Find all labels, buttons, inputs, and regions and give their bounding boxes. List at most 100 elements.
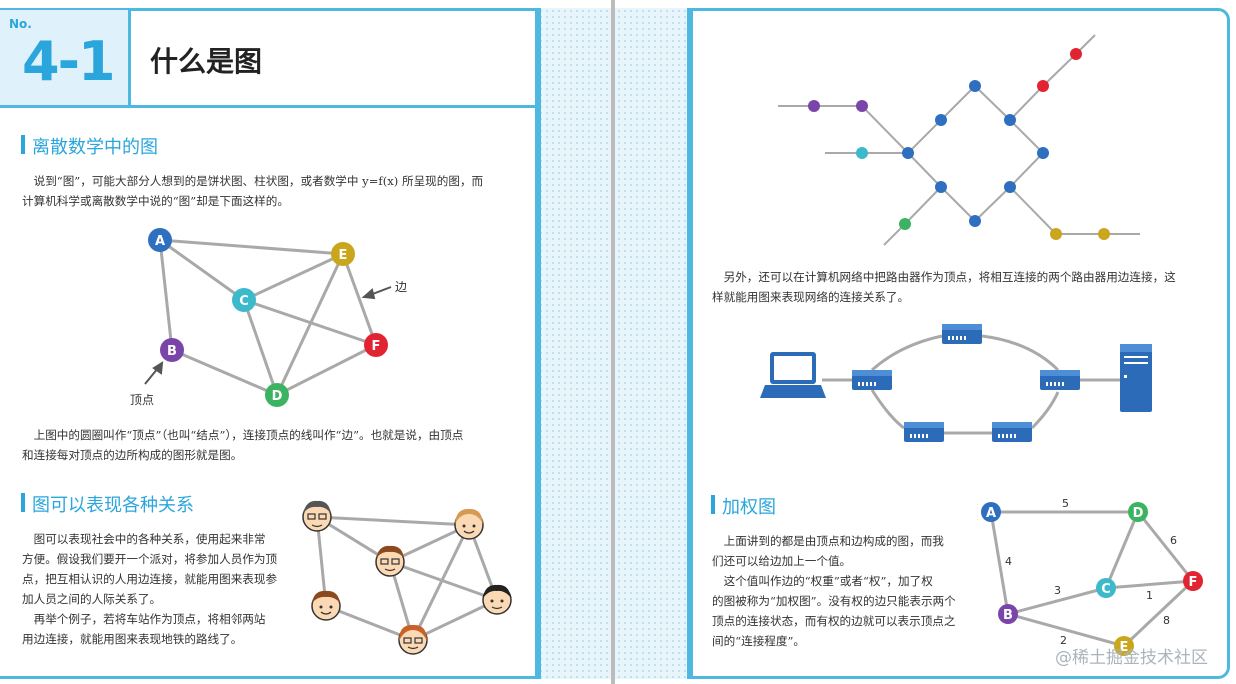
svg-text:F: F bbox=[1189, 575, 1198, 590]
station-node bbox=[1050, 228, 1062, 240]
weighted-node-b: B bbox=[998, 604, 1018, 624]
person-face-icon bbox=[482, 584, 512, 615]
vertex-arrow bbox=[144, 361, 164, 385]
text-line: 样就能用图来表现网络的连接关系了。 bbox=[712, 290, 910, 304]
vertex-label: 顶点 bbox=[130, 393, 155, 407]
book-spine bbox=[611, 0, 615, 684]
title-bar bbox=[131, 10, 538, 108]
server-icon bbox=[1120, 344, 1152, 412]
station-node bbox=[935, 181, 947, 193]
graph-edge bbox=[158, 239, 174, 351]
svg-text:D: D bbox=[1133, 506, 1144, 521]
relations-paragraph: 图可以表现社会中的各种关系，使用起来非常 方便。假设我们要开一个派对，将参加人员… bbox=[22, 529, 302, 649]
svg-text:F: F bbox=[372, 339, 381, 354]
svg-text:C: C bbox=[1101, 582, 1111, 597]
text-line: 上面讲到的都是由顶点和边构成的图，而我 bbox=[712, 534, 944, 548]
weighted-node-e: E bbox=[1114, 636, 1134, 656]
station-node bbox=[1037, 80, 1049, 92]
graph-node-f: F bbox=[364, 333, 388, 357]
section-heading-weighted: 加权图 bbox=[711, 493, 776, 519]
station-node bbox=[902, 147, 914, 159]
text-line: 的图被称为“加权图”。没有权的边只能表示两个 bbox=[712, 594, 956, 608]
station-node bbox=[1098, 228, 1110, 240]
svg-text:D: D bbox=[272, 389, 283, 404]
page-title: 什么是图 bbox=[150, 45, 263, 78]
svg-text:A: A bbox=[155, 234, 165, 249]
svg-text:B: B bbox=[167, 344, 177, 359]
router-icon bbox=[1040, 370, 1080, 390]
router-icon bbox=[852, 370, 892, 390]
section-heading-relations: 图可以表现各种关系 bbox=[21, 491, 194, 517]
laptop-icon bbox=[760, 352, 826, 398]
router-icon bbox=[942, 324, 982, 344]
text-line: 们还可以给边加上一个值。 bbox=[712, 554, 852, 568]
svg-text:E: E bbox=[1120, 640, 1129, 655]
person-face-icon bbox=[311, 590, 341, 621]
graph-node-b: B bbox=[160, 338, 184, 362]
graph-edge bbox=[243, 252, 344, 302]
weight-label: 3 bbox=[1054, 584, 1061, 597]
person-face-icon bbox=[398, 624, 428, 655]
router-icon bbox=[992, 422, 1032, 442]
edge-label: 边 bbox=[395, 280, 408, 294]
weighted-node-d: D bbox=[1128, 502, 1148, 522]
people-graph-figure bbox=[302, 500, 512, 655]
definition-paragraph: 上图中的圆圈叫作“顶点”（也叫“结点”），连接顶点的线叫作“边”。也就是说，由顶… bbox=[22, 425, 522, 465]
basic-graph-figure: A B C D E F bbox=[144, 228, 392, 407]
graph-edge bbox=[276, 343, 377, 397]
text-line: 再举个例子，若将车站作为顶点，将相邻两站 bbox=[22, 612, 266, 626]
person-face-icon bbox=[302, 500, 332, 532]
station-node bbox=[1004, 181, 1016, 193]
graph-node-a: A bbox=[148, 228, 172, 252]
graph-edge bbox=[159, 238, 245, 302]
weighted-node-f: F bbox=[1183, 571, 1203, 591]
graph-edge bbox=[341, 253, 378, 346]
gutter-border-right bbox=[687, 8, 690, 679]
weight-label: 8 bbox=[1163, 614, 1170, 627]
svg-text:C: C bbox=[239, 294, 249, 309]
text-line: 另外，还可以在计算机网络中把路由器作为顶点，将相互连接的两个路由器用边连接，这 bbox=[712, 270, 1176, 284]
chapter-number-box bbox=[0, 10, 131, 108]
station-node bbox=[856, 100, 868, 112]
station-node bbox=[935, 114, 947, 126]
gutter-border-left bbox=[538, 8, 541, 679]
no-label: No. bbox=[9, 17, 32, 31]
watermark: @稀土掘金技术社区 bbox=[1055, 648, 1208, 668]
text-line: 顶点的连接状态，而有权的边就可以表示顶点之 bbox=[712, 614, 956, 628]
weighted-paragraph: 上面讲到的都是由顶点和边构成的图，而我 们还可以给边加上一个值。 这个值叫作边的… bbox=[712, 531, 982, 651]
weight-label: 5 bbox=[1062, 497, 1069, 510]
station-node bbox=[856, 147, 868, 159]
text-line: 上图中的圆圈叫作“顶点”（也叫“结点”），连接顶点的线叫作“边”。也就是说，由顶… bbox=[22, 428, 464, 442]
text-line: 和连接每对顶点的边所构成的图形就是图。 bbox=[22, 448, 243, 462]
station-node bbox=[1004, 114, 1016, 126]
station-node bbox=[969, 80, 981, 92]
weight-label: 4 bbox=[1005, 555, 1012, 568]
station-node bbox=[1037, 147, 1049, 159]
text-line: 用边连接，就能用图来表现地铁的路线了。 bbox=[22, 632, 243, 646]
text-line: 加人员之间的人际关系了。 bbox=[22, 592, 162, 606]
station-node bbox=[1070, 48, 1082, 60]
svg-text:B: B bbox=[1003, 608, 1013, 623]
person-face-icon bbox=[375, 545, 405, 577]
text-line: 说到“图”，可能大部分人想到的是饼状图、柱状图，或者数学中 y=f(x) 所呈现… bbox=[22, 174, 484, 188]
text-line: 点，把互相认识的人用边连接，就能用图来表现参 bbox=[22, 572, 278, 586]
graph-edge bbox=[159, 238, 344, 256]
graph-edge bbox=[275, 253, 345, 396]
weight-label: 6 bbox=[1170, 534, 1177, 547]
station-node bbox=[969, 215, 981, 227]
graph-edge bbox=[242, 299, 279, 396]
text-line: 间的“连接程度”。 bbox=[712, 634, 806, 648]
text-line: 图可以表现社会中的各种关系，使用起来非常 bbox=[22, 532, 266, 546]
graph-edge bbox=[171, 348, 278, 397]
weighted-node-c: C bbox=[1096, 578, 1116, 598]
station-node bbox=[899, 218, 911, 230]
svg-text:A: A bbox=[986, 506, 996, 521]
text-line: 这个值叫作边的“权重”或者“权”，加了权 bbox=[712, 574, 933, 588]
router-icon bbox=[904, 422, 944, 442]
person-face-icon bbox=[454, 508, 484, 540]
weighted-node-a: A bbox=[981, 502, 1001, 522]
intro-paragraph: 说到“图”，可能大部分人想到的是饼状图、柱状图，或者数学中 y=f(x) 所呈现… bbox=[22, 171, 522, 211]
